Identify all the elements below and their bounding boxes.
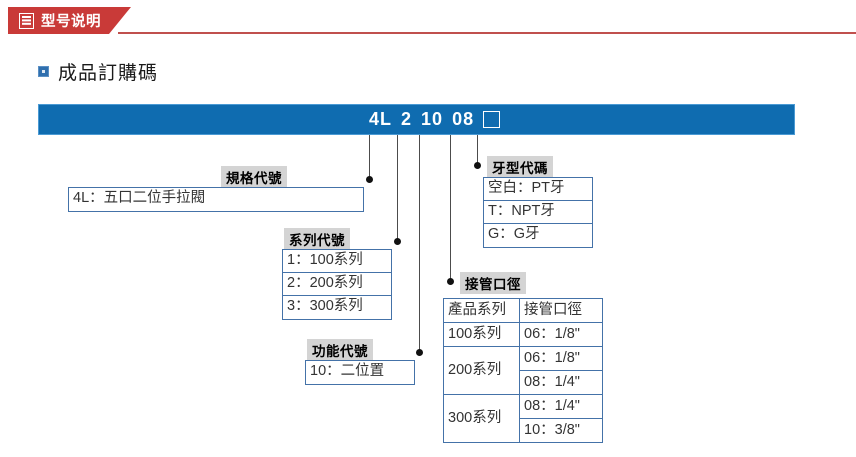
table-cell-series: 100系列 — [443, 322, 520, 347]
series-code-box: 1：100系列 2：200系列 3：300系列 — [282, 249, 392, 320]
leader-line-function — [419, 135, 421, 352]
series-code-row: 3：300系列 — [287, 298, 363, 314]
code-segment-port: 08 — [452, 109, 475, 129]
thread-code-label: 牙型代碼 — [487, 156, 553, 178]
leader-line-series — [397, 135, 399, 241]
table-row: 100系列 06：1/8" — [443, 322, 603, 347]
leader-line-thread — [477, 135, 479, 165]
spec-code-row: 4L：五口二位手拉閥 — [73, 190, 206, 206]
thread-code-row: 空白：PT牙 — [484, 178, 592, 201]
table-cell-size: 06：1/8" — [519, 322, 603, 347]
table-row: 10：3/8" — [444, 418, 603, 443]
series-code-row: 1：100系列 — [283, 250, 391, 273]
document-icon — [19, 13, 34, 29]
code-segment-spec: 4L — [369, 109, 393, 129]
table-row: 300系列 08：1/4" — [443, 394, 603, 443]
section-header-tab: 型号说明 — [8, 7, 131, 34]
square-bullet-icon — [38, 66, 49, 77]
leader-dot-spec — [366, 176, 373, 183]
leader-line-spec — [369, 135, 371, 179]
table-cell-size: 10：3/8" — [519, 418, 603, 443]
leader-dot-series — [394, 238, 401, 245]
leader-line-port — [450, 135, 452, 281]
table-cell-series: 300系列 — [443, 394, 520, 443]
thread-code-box: 空白：PT牙 T：NPT牙 G：G牙 — [483, 177, 593, 248]
sub-heading: 成品訂購碼 — [38, 58, 158, 85]
table-row: 08：1/4" — [444, 370, 603, 395]
port-diameter-label: 接管口徑 — [460, 272, 526, 294]
thread-code-row: T：NPT牙 — [484, 201, 592, 224]
code-segment-function: 10 — [421, 109, 444, 129]
section-header-title: 型号说明 — [41, 14, 101, 30]
leader-dot-port — [447, 278, 454, 285]
table-row: 200系列 06：1/8" — [443, 346, 603, 395]
table-cell-size: 08：1/4" — [519, 370, 603, 395]
thread-code-row: G：G牙 — [488, 226, 540, 242]
table-header-series: 產品系列 — [443, 298, 520, 323]
series-code-label: 系列代號 — [284, 228, 350, 250]
code-segment-series: 2 — [401, 109, 413, 129]
series-code-row: 2：200系列 — [283, 273, 391, 296]
code-segment-thread-box — [483, 111, 501, 128]
table-header-size: 接管口徑 — [519, 298, 603, 323]
order-code-text: 4L 2 10 08 — [369, 109, 501, 130]
order-code-bar: 4L 2 10 08 — [38, 104, 795, 135]
table-cell-series: 200系列 — [443, 346, 520, 395]
leader-dot-function — [416, 349, 423, 356]
port-diameter-table: 產品系列 接管口徑 100系列 06：1/8" 200系列 06：1/8" 08… — [443, 298, 603, 443]
table-cell-size: 08：1/4" — [519, 394, 603, 419]
sub-heading-title: 成品訂購碼 — [58, 63, 159, 84]
leader-dot-thread — [474, 162, 481, 169]
spec-code-label: 規格代號 — [221, 166, 287, 188]
table-cell-size: 06：1/8" — [519, 346, 603, 371]
header-divider — [118, 32, 856, 34]
section-header: 型号说明 — [0, 7, 856, 37]
function-code-row: 10：二位置 — [310, 363, 385, 379]
table-header-row: 產品系列 接管口徑 — [443, 298, 603, 323]
function-code-box: 10：二位置 — [305, 360, 415, 385]
function-code-label: 功能代號 — [307, 339, 373, 361]
spec-code-box: 4L：五口二位手拉閥 — [68, 187, 364, 212]
